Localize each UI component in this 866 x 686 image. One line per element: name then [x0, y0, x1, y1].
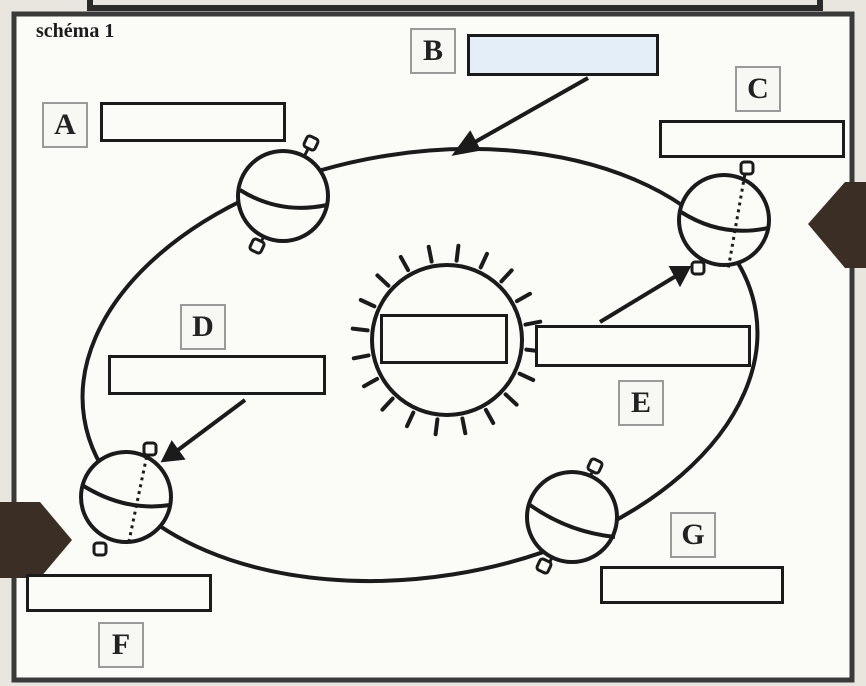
earth-f: [79, 441, 173, 557]
label-f: F: [98, 622, 144, 668]
sun-ray: [433, 417, 440, 437]
answer-box-e[interactable]: [535, 325, 751, 367]
earth-a-globe: [236, 149, 330, 243]
sun-ray: [517, 371, 536, 382]
arrow-b-head: [451, 130, 482, 156]
sun-ray: [350, 326, 370, 333]
earth-f-terminator: [80, 483, 171, 509]
label-d: D: [180, 304, 226, 350]
earth-a: [236, 134, 330, 255]
earth-c-axis-tip-top: [739, 160, 755, 176]
right-side-arrow: [808, 182, 866, 268]
earth-g-axis-tip-top: [586, 457, 604, 475]
answer-box-g[interactable]: [600, 566, 784, 604]
sun-ray: [499, 268, 514, 284]
label-g: G: [670, 512, 716, 558]
sun-ray: [358, 298, 377, 309]
answer-box-b[interactable]: [467, 34, 659, 76]
answer-box-c[interactable]: [659, 120, 845, 158]
pointer-arrows: [160, 76, 692, 463]
sun-ray: [375, 273, 391, 288]
earth-c-terminator: [679, 210, 769, 233]
sun-ray: [478, 251, 489, 270]
earth-g-axis-tip-bottom: [535, 557, 553, 575]
orbit-ellipse: [80, 146, 760, 584]
sun-ray: [426, 244, 434, 264]
schema-title: schéma 1: [36, 20, 115, 42]
arrow-e-head: [668, 266, 692, 288]
earth-g-globe: [525, 470, 619, 564]
arrow-b-line: [467, 76, 589, 148]
earth-c-axis-tip-bottom: [690, 260, 706, 276]
arrow-d-line: [172, 398, 247, 455]
answer-box-sun[interactable]: [380, 314, 508, 364]
earth-f-axis-tip-top: [142, 441, 158, 457]
sun-ray: [362, 376, 380, 389]
label-b: B: [410, 28, 456, 74]
sun-ray: [351, 353, 371, 361]
sun-ray: [514, 291, 532, 304]
left-side-arrow: [0, 502, 72, 578]
label-e: E: [618, 380, 664, 426]
sun-ray: [460, 416, 468, 436]
earth-c-globe: [677, 173, 771, 267]
sun-ray: [380, 396, 395, 412]
earth-g-terminator: [528, 503, 616, 539]
earth-f-axis-tip-bottom: [92, 541, 108, 557]
earth-a-terminator: [238, 188, 328, 210]
answer-box-d[interactable]: [108, 355, 326, 395]
arrow-e-line: [598, 274, 678, 324]
earth-c-axis: [726, 167, 748, 271]
answer-box-a[interactable]: [100, 102, 286, 142]
sun-ray: [483, 407, 496, 425]
answer-box-f[interactable]: [26, 574, 212, 612]
sun-ray: [503, 392, 519, 407]
top-strip: [87, 0, 823, 11]
earth-a-axis-tip-top: [302, 134, 320, 152]
sun-ray: [523, 319, 543, 327]
sun-ray: [405, 410, 416, 429]
earth-f-globe: [79, 450, 173, 544]
sun-rays: [350, 243, 544, 437]
earth-c: [677, 160, 771, 276]
earth-g: [525, 457, 619, 575]
label-a: A: [42, 102, 88, 148]
earth-a-axis-tip-bottom: [248, 237, 266, 255]
earth-f-axis: [126, 449, 150, 547]
label-c: C: [735, 66, 781, 112]
sun-ray: [398, 255, 411, 273]
sun-ray: [454, 243, 461, 263]
arrow-d-head: [160, 440, 186, 463]
